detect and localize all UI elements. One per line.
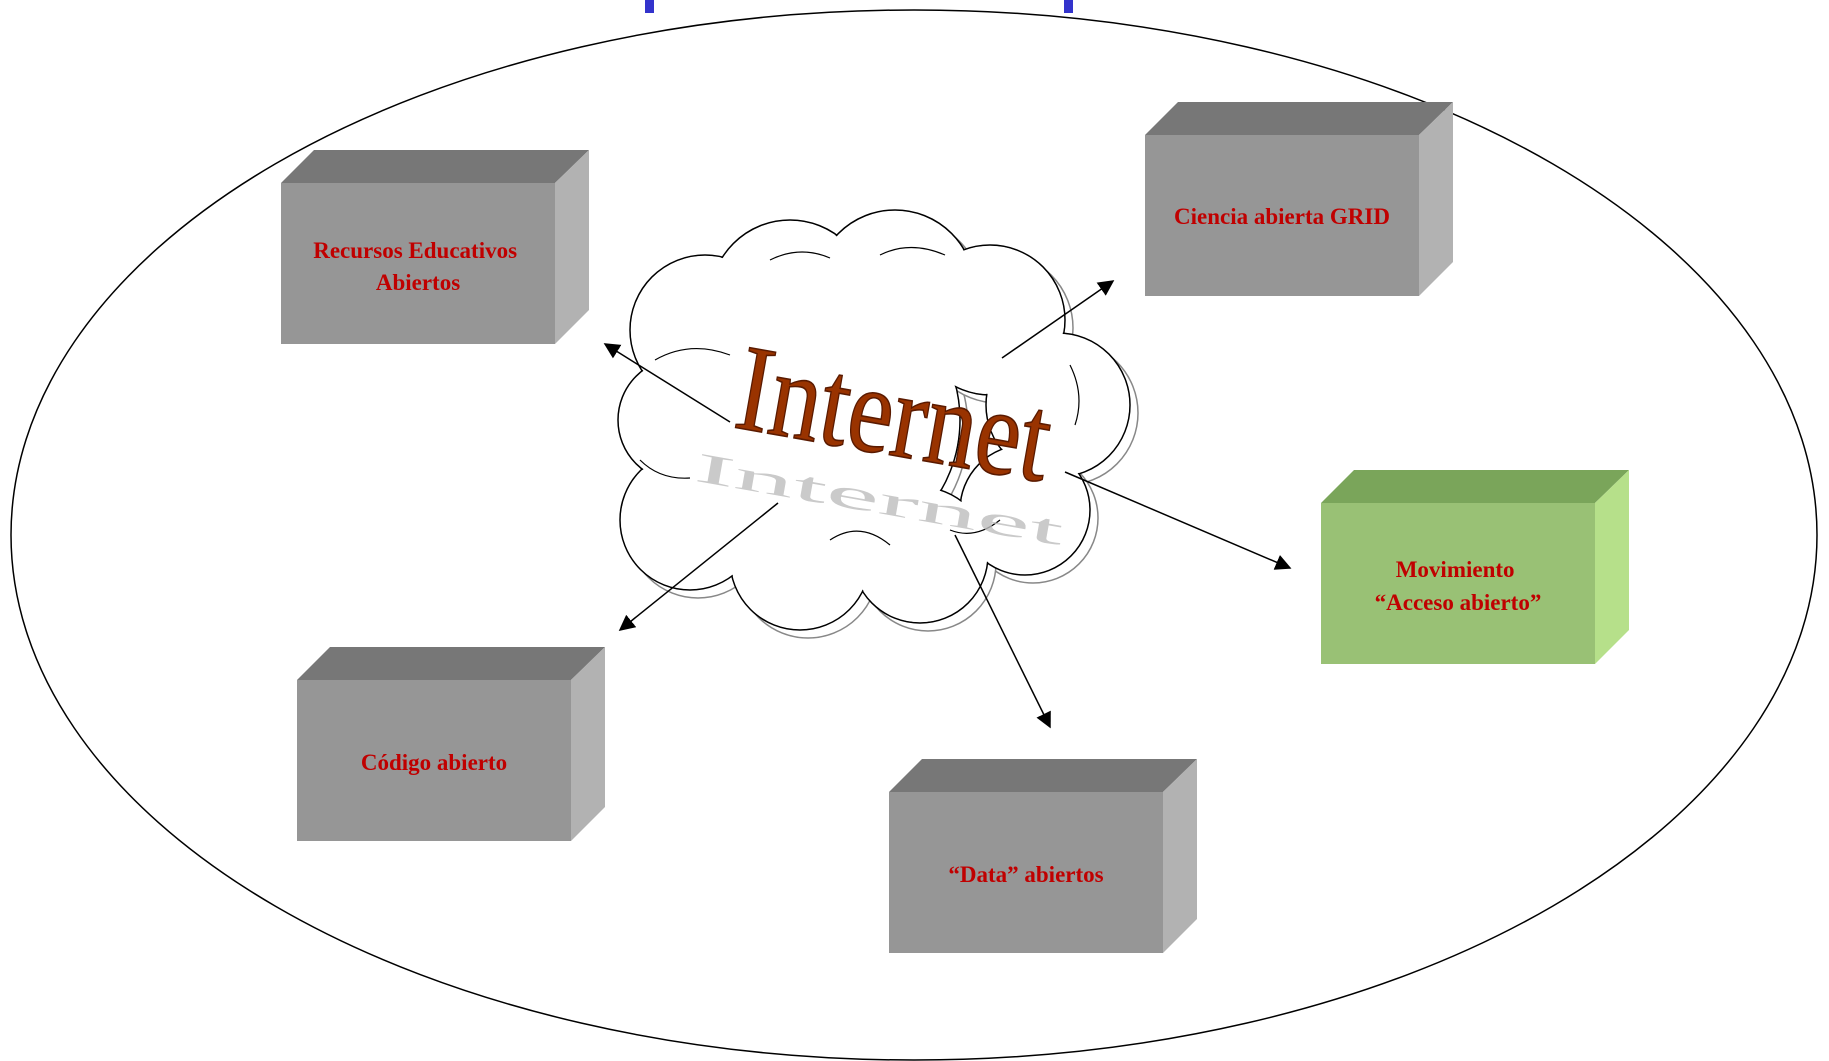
box-front	[1145, 135, 1419, 296]
box-top	[889, 759, 1197, 792]
box-side	[1595, 470, 1629, 664]
arrow-to-ciencia	[1001, 280, 1115, 359]
svg-text:Código abierto: Código abierto	[361, 750, 507, 775]
arrows	[603, 280, 1292, 729]
svg-text:Movimiento “Acceso abier: Movimiento “Acceso abierto”	[1375, 557, 1542, 615]
box-front	[297, 680, 571, 841]
box-front	[1321, 503, 1595, 664]
internet-wordart: Internet Internet	[692, 318, 1067, 554]
arrow-to-data	[954, 534, 1051, 729]
svg-text:Ciencia abierta GRID: Ciencia abierta GRID	[1174, 204, 1390, 229]
box-front	[281, 183, 555, 344]
node-label-line: Recursos Educativos	[313, 238, 517, 263]
node-label-line: Abiertos	[376, 270, 460, 295]
node-label-line: “Data” abiertos	[948, 862, 1103, 887]
box-top	[297, 647, 605, 680]
node-recursos: Recursos Educativos Abiertos	[281, 150, 589, 344]
box-top	[1145, 102, 1453, 135]
arrow-to-codigo	[618, 502, 779, 632]
box-side	[1163, 759, 1197, 953]
title-bar-fragment	[645, 0, 1073, 13]
box-side	[1419, 102, 1453, 296]
node-data: “Data” abiertos	[889, 759, 1197, 953]
arrow-to-recursos	[603, 343, 731, 423]
svg-text:Recursos Educativos Abie: Recursos Educativos Abiertos	[313, 238, 523, 295]
svg-text:“Data” abiertos: “Data” abiertos	[948, 862, 1103, 887]
box-top	[1321, 470, 1629, 503]
node-ciencia: Ciencia abierta GRID	[1145, 102, 1453, 296]
node-label-line: Movimiento	[1396, 557, 1515, 582]
box-top	[281, 150, 589, 183]
node-label-line: Ciencia abierta GRID	[1174, 204, 1390, 229]
outer-ellipse	[10, 9, 1818, 1061]
box-front	[889, 792, 1163, 953]
node-label-line: Código abierto	[361, 750, 507, 775]
internet-cloud	[617, 209, 1139, 639]
box-side	[571, 647, 605, 841]
node-label-line: “Acceso abierto”	[1375, 590, 1542, 615]
node-movimiento: Movimiento “Acceso abierto”	[1321, 470, 1629, 664]
node-codigo: Código abierto	[297, 647, 605, 841]
box-side	[555, 150, 589, 344]
arrow-to-movimiento	[1064, 471, 1292, 570]
